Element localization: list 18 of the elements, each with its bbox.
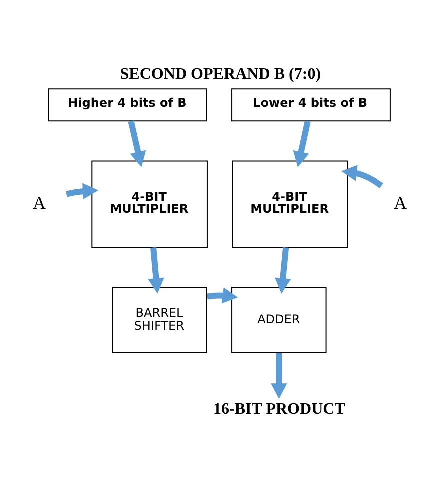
arrow (66, 183, 98, 200)
node-text: A (394, 192, 407, 213)
node-box: 4-BIT MULTIPLIER (232, 160, 348, 248)
arrow (293, 120, 311, 168)
arrow (128, 120, 146, 168)
node-box: ADDER (232, 287, 327, 354)
arrow (275, 247, 292, 294)
diagram-title: SECOND OPERAND B (7:0) (120, 66, 322, 83)
node-box: Lower 4 bits of B (232, 88, 391, 122)
arrow (148, 248, 164, 294)
arrow (271, 353, 288, 400)
arrow (342, 165, 384, 188)
node-text: A (33, 192, 46, 213)
node-box: 4-BIT MULTIPLIER (92, 160, 208, 248)
node-box: BARREL SHIFTER (112, 287, 208, 354)
node-text: 16-BIT PRODUCT (213, 400, 346, 418)
node-box: Higher 4 bits of B (48, 88, 208, 122)
arrow (206, 288, 238, 304)
